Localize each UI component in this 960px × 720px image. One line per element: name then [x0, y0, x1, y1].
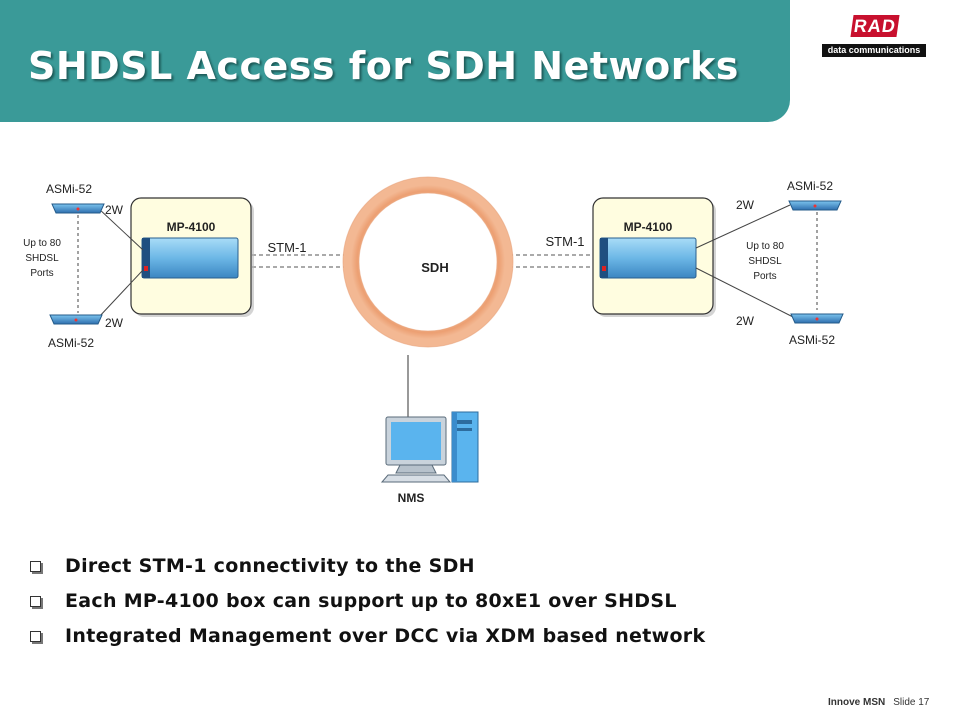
footer-presenter: Innove MSN: [828, 697, 886, 708]
header-band: [0, 0, 790, 122]
ports-note-right-1: Up to 80: [746, 241, 784, 252]
rad-logo: RAD: [850, 15, 900, 37]
asmi-modem-left-bottom: [49, 314, 103, 325]
2w-label-right-top: 2W: [736, 198, 755, 212]
shdsl-line-right-top: [695, 204, 791, 249]
mp4100-device-left: [141, 237, 239, 279]
shdsl-line-right-bottom: [695, 267, 796, 319]
shdsl-line-left-bottom: [97, 269, 144, 319]
slide-footer: Innove MSN Slide 17: [828, 697, 929, 708]
bullet-text: Direct STM-1 connectivity to the SDH: [65, 555, 475, 577]
2w-label-left-top: 2W: [105, 203, 124, 217]
2w-label-left-bottom: 2W: [105, 316, 124, 330]
asmi-label-right-top: ASMi-52: [787, 179, 833, 193]
footer-slide-number: Slide 17: [893, 697, 930, 708]
asmi-label-left-bottom: ASMi-52: [48, 336, 94, 350]
mp4100-label-right: MP-4100: [624, 220, 673, 234]
asmi-modem-right-top: [788, 200, 842, 211]
bullet-item: Integrated Management over DCC via XDM b…: [30, 625, 930, 647]
sdh-label: SDH: [421, 260, 448, 275]
sdh-ring: [343, 177, 513, 347]
slide-title: SHDSL Access for SDH Networks: [28, 44, 739, 88]
nms-workstation-icon: [380, 411, 479, 483]
bullet-square-icon: [30, 560, 41, 572]
stm1-label-left: STM-1: [268, 240, 307, 255]
2w-label-right-bottom: 2W: [736, 314, 755, 328]
bullet-square-icon: [30, 595, 41, 607]
ports-note-left-2: SHDSL: [25, 253, 59, 264]
shdsl-line-left-top: [97, 207, 144, 251]
asmi-label-left-top: ASMi-52: [46, 182, 92, 196]
nms-label: NMS: [398, 491, 425, 505]
asmi-label-right-bottom: ASMi-52: [789, 333, 835, 347]
bullet-list: Direct STM-1 connectivity to the SDH Eac…: [30, 555, 930, 660]
network-diagram: SDH MP-4100 MP-4100 STM-1 STM-1: [23, 176, 844, 505]
ports-note-right-3: Ports: [753, 271, 776, 282]
bullet-text: Each MP-4100 box can support up to 80xE1…: [65, 590, 677, 612]
asmi-modem-left-top: [51, 203, 105, 214]
ports-note-left-3: Ports: [30, 268, 53, 279]
ports-note-left-1: Up to 80: [23, 238, 61, 249]
stm1-label-right: STM-1: [546, 234, 585, 249]
bullet-item: Each MP-4100 box can support up to 80xE1…: [30, 590, 930, 612]
rad-logo-tagline: data communications: [822, 44, 926, 57]
mp4100-device-right: [599, 237, 697, 279]
ports-note-right-2: SHDSL: [748, 256, 782, 267]
bullet-square-icon: [30, 630, 41, 642]
stm1-link-left: [238, 254, 360, 268]
mp4100-label-left: MP-4100: [167, 220, 216, 234]
bullet-item: Direct STM-1 connectivity to the SDH: [30, 555, 930, 577]
bullet-text: Integrated Management over DCC via XDM b…: [65, 625, 706, 647]
asmi-modem-right-bottom: [790, 313, 844, 324]
